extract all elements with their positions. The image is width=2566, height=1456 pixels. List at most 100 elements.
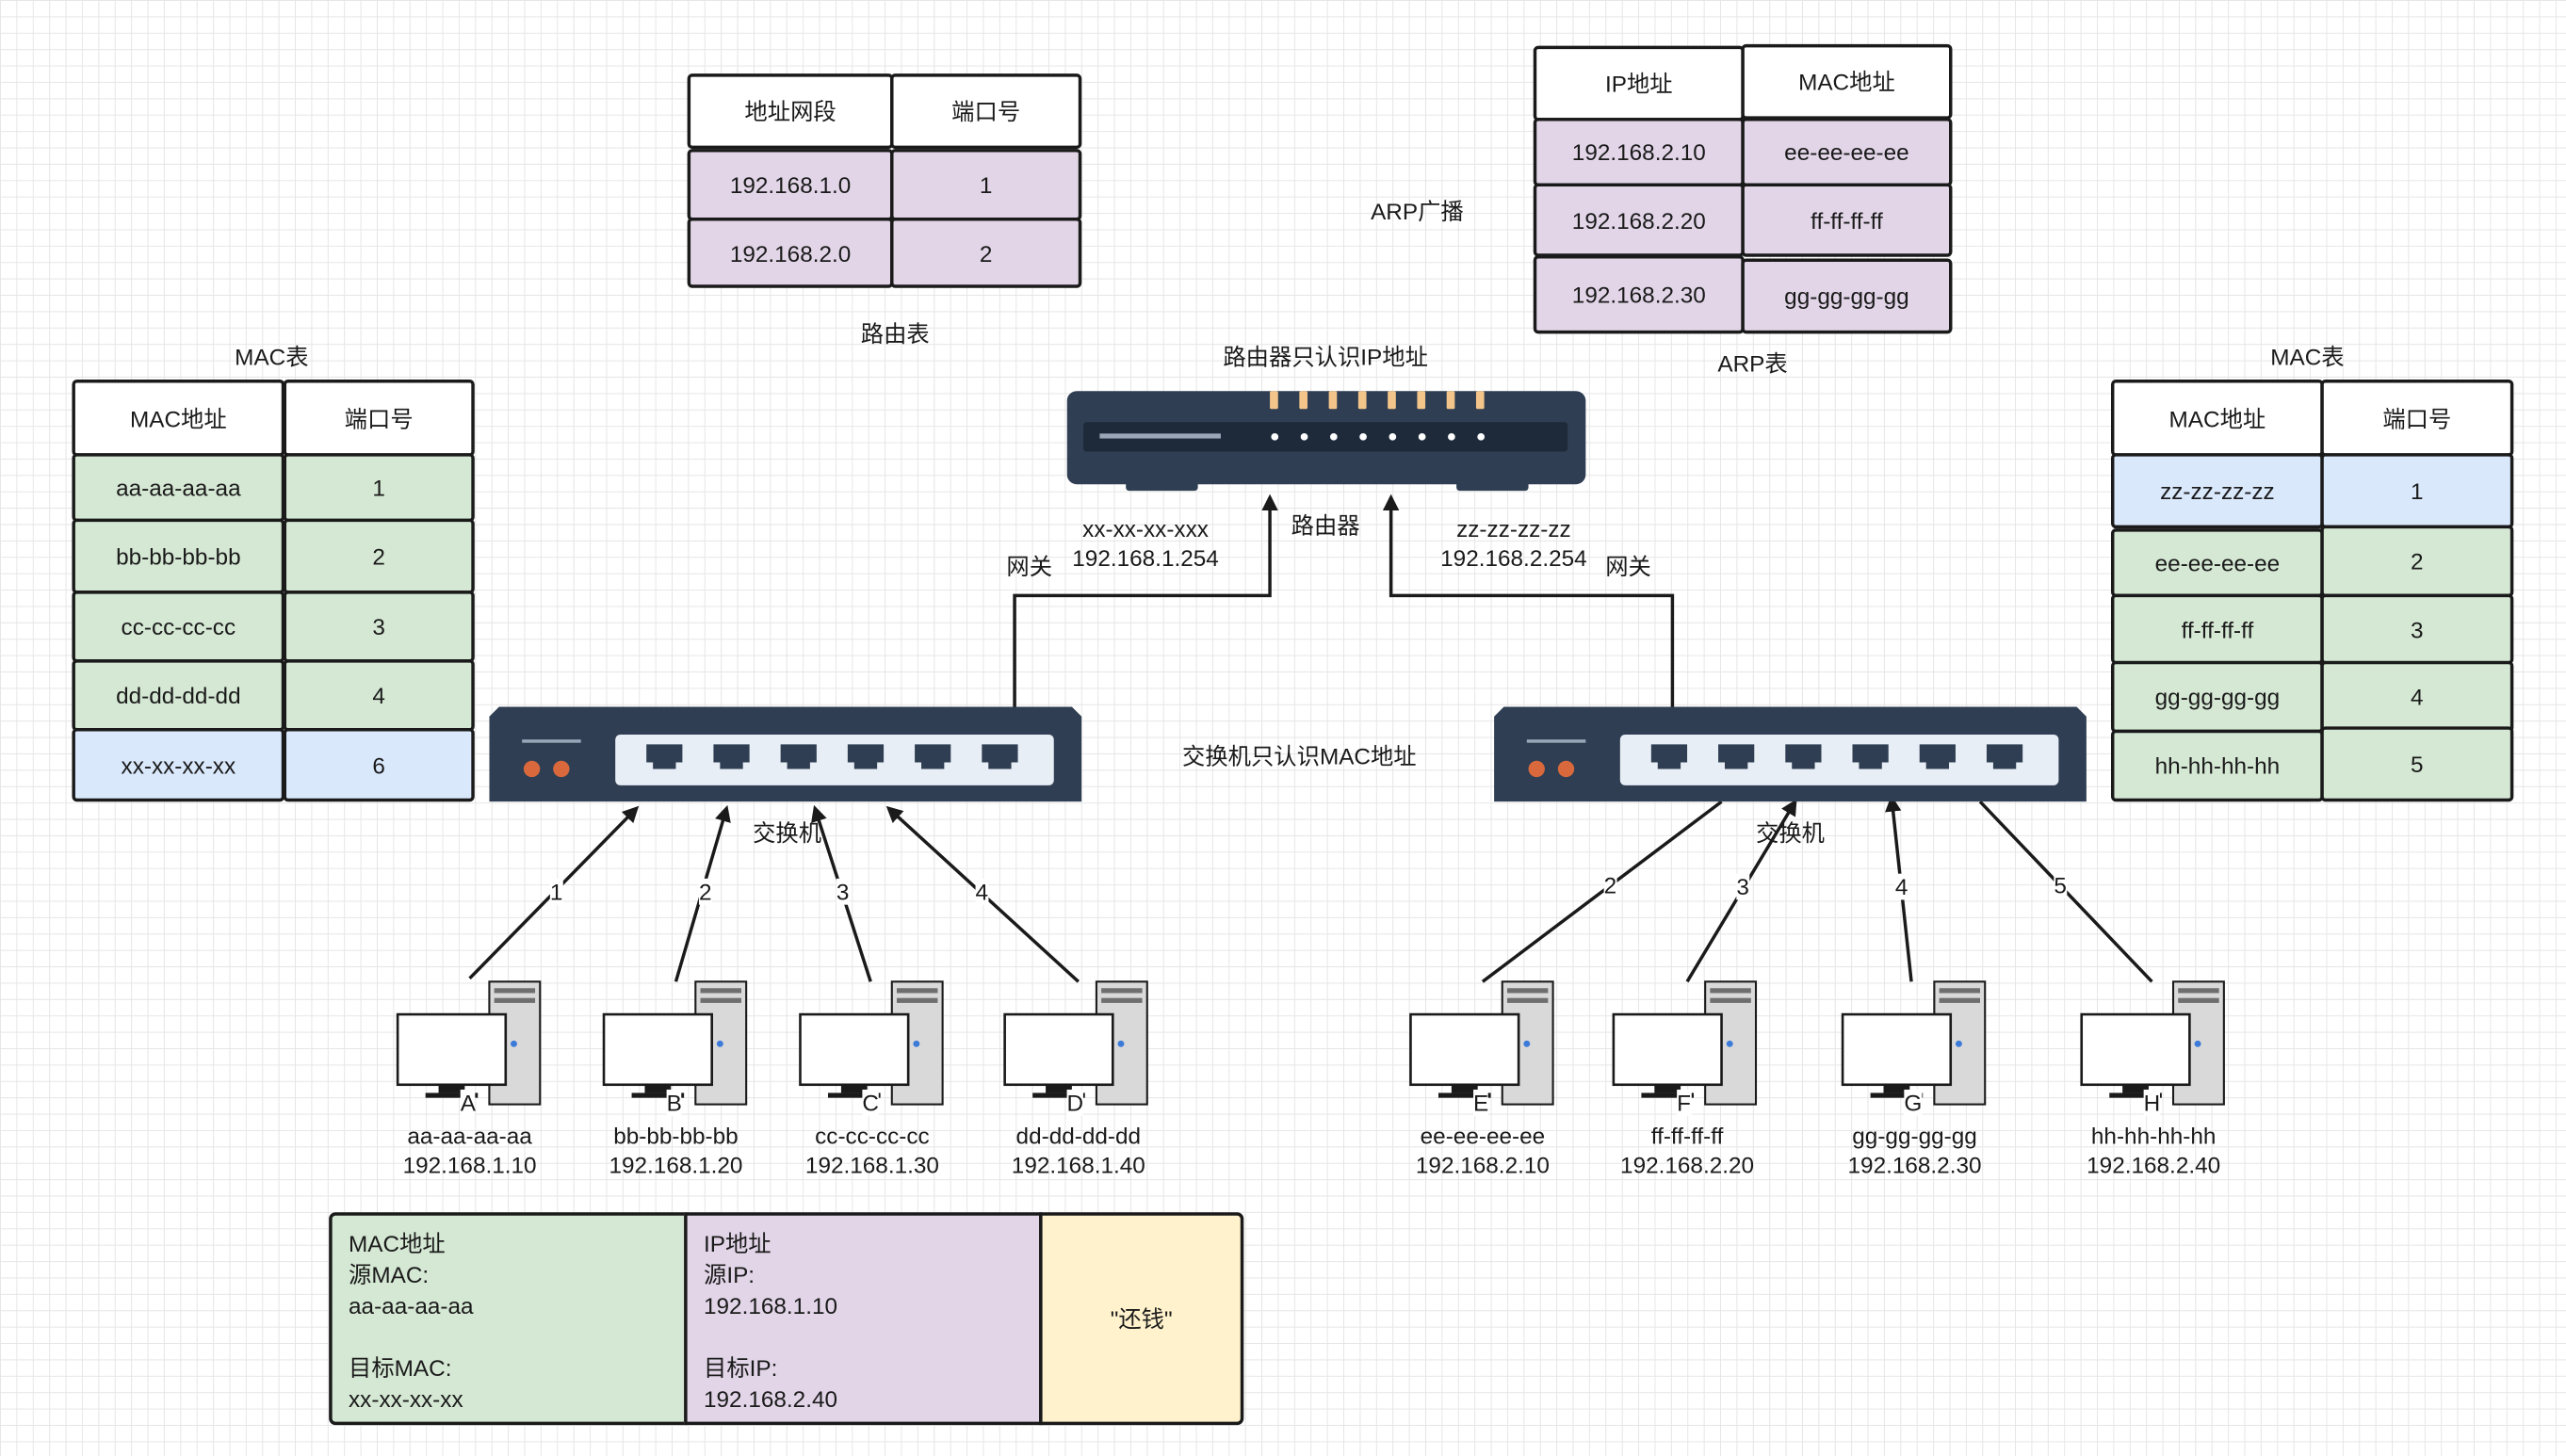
mac-left-header-port: 端口号 xyxy=(283,380,475,457)
packet-payload-text: "还钱" xyxy=(1110,1304,1173,1332)
link-E xyxy=(1481,800,1723,983)
computer-icon xyxy=(1409,980,1554,1106)
mac-right-cell: 5 xyxy=(2320,726,2514,802)
switch-note: 交换机只认识MAC地址 xyxy=(1182,742,1417,769)
right-gateway-tag: 网关 xyxy=(1605,553,1651,579)
mac-left-cell: aa-aa-aa-aa xyxy=(72,453,285,523)
packet-dst-ip: 192.168.2.40 xyxy=(703,1385,838,1413)
packet-payload: "还钱" xyxy=(1039,1212,1244,1426)
computer-icon xyxy=(1612,980,1758,1106)
packet-ip-title: IP地址 xyxy=(703,1230,771,1257)
packet-ip-section: IP地址 源IP: 192.168.1.10 目标IP: 192.168.2.4… xyxy=(684,1212,1043,1426)
left-gateway-mac: xx-xx-xx-xxx xyxy=(1082,515,1209,542)
host-name-label: C xyxy=(862,1089,879,1116)
arp-cell: 192.168.2.30 xyxy=(1533,255,1745,334)
host-D-mac: dd-dd-dd-dd xyxy=(1015,1122,1142,1149)
link-label-4: 4 xyxy=(975,878,989,905)
host-B-mac: bb-bb-bb-bb xyxy=(613,1122,739,1149)
routing-cell: 192.168.2.0 xyxy=(687,218,894,288)
routing-cell: 2 xyxy=(890,218,1082,288)
packet-dst-mac-label: 目标MAC: xyxy=(349,1354,452,1382)
mac-left-cell: xx-xx-xx-xx xyxy=(72,728,285,802)
routing-header-segment: 地址网段 xyxy=(687,73,894,150)
host-A-ip: 192.168.1.10 xyxy=(402,1151,537,1178)
mac-left-cell: 4 xyxy=(283,659,475,732)
mac-right-cell: 4 xyxy=(2320,660,2514,734)
mac-right-cell: 1 xyxy=(2320,453,2514,529)
routing-table-caption: 路由表 xyxy=(860,320,930,348)
arp-broadcast-label: ARP广播 xyxy=(1371,198,1464,224)
host-C-mac: cc-cc-cc-cc xyxy=(815,1122,930,1149)
arp-cell: 192.168.2.20 xyxy=(1533,183,1745,257)
host-B-ip: 192.168.1.20 xyxy=(609,1151,743,1178)
host-H-ip: 192.168.2.40 xyxy=(2087,1151,2221,1178)
computer-icon xyxy=(2080,980,2225,1106)
mac-left-cell: bb-bb-bb-bb xyxy=(72,518,285,594)
left-gateway-tag: 网关 xyxy=(1006,553,1053,579)
host-name-label: F xyxy=(1677,1089,1692,1116)
mac-left-cell: cc-cc-cc-cc xyxy=(72,590,285,663)
mac-right-cell: gg-gg-gg-gg xyxy=(2110,660,2324,734)
packet-mac-title: MAC地址 xyxy=(349,1230,446,1257)
link-label-right-2: 2 xyxy=(1603,871,1617,898)
host-name-label: E xyxy=(1473,1089,1489,1116)
packet-dst-ip-label: 目标IP: xyxy=(703,1354,778,1382)
mac-left-cell: 1 xyxy=(283,453,475,523)
packet-src-mac: aa-aa-aa-aa xyxy=(349,1292,474,1319)
arp-header-mac: MAC地址 xyxy=(1741,43,1953,120)
arp-cell: ee-ee-ee-ee xyxy=(1741,118,1953,187)
host-G-ip: 192.168.2.30 xyxy=(1847,1151,1982,1178)
computer-icon xyxy=(396,980,542,1106)
computer-icon xyxy=(1003,980,1148,1106)
host-H-mac: hh-hh-hh-hh xyxy=(2090,1122,2217,1149)
link-label-right-5: 5 xyxy=(2054,871,2067,898)
router-label: 路由器 xyxy=(1291,511,1360,539)
computer-icon xyxy=(1841,980,1987,1106)
link-label-right-3: 3 xyxy=(1736,873,1749,900)
right-gateway-mac: zz-zz-zz-zz xyxy=(1456,515,1571,542)
host-C-ip: 192.168.1.30 xyxy=(804,1151,939,1178)
host-E-mac: ee-ee-ee-ee xyxy=(1420,1122,1546,1149)
packet-src-ip: 192.168.1.10 xyxy=(703,1292,838,1319)
switch-left-device xyxy=(489,706,1082,802)
host-name-label: B xyxy=(666,1089,682,1116)
mac-left-cell: 2 xyxy=(283,518,475,594)
left-uplink-line xyxy=(1013,493,1278,707)
switch-left-label: 交换机 xyxy=(753,819,822,847)
mac-right-cell: 2 xyxy=(2320,525,2514,598)
mac-right-cell: ee-ee-ee-ee xyxy=(2110,528,2324,598)
switch-right-label: 交换机 xyxy=(1756,819,1825,847)
host-E-ip: 192.168.2.10 xyxy=(1415,1151,1550,1178)
host-G-mac: gg-gg-gg-gg xyxy=(1852,1122,1977,1149)
computer-icon xyxy=(602,980,748,1106)
packet-mac-section: MAC地址 源MAC: aa-aa-aa-aa 目标MAC: xx-xx-xx-… xyxy=(329,1212,688,1426)
mac-right-cell: zz-zz-zz-zz xyxy=(2110,453,2324,529)
arp-cell: 192.168.2.10 xyxy=(1533,118,1745,187)
mac-right-header-port: 端口号 xyxy=(2320,380,2514,457)
right-gateway-ip: 192.168.2.254 xyxy=(1440,544,1587,572)
mac-right-header-mac: MAC地址 xyxy=(2110,380,2324,457)
host-F-mac: ff-ff-ff-ff xyxy=(1650,1122,1724,1149)
host-D-ip: 192.168.1.40 xyxy=(1011,1151,1145,1178)
mac-table-left-title: MAC表 xyxy=(235,343,309,370)
left-gateway-ip: 192.168.1.254 xyxy=(1072,544,1219,572)
routing-cell: 192.168.1.0 xyxy=(687,149,894,221)
router-device xyxy=(1066,391,1586,492)
host-name-label: D xyxy=(1066,1089,1084,1116)
computer-icon xyxy=(799,980,944,1106)
host-name-label: A xyxy=(460,1089,476,1116)
packet-dst-mac: xx-xx-xx-xx xyxy=(349,1385,463,1413)
mac-left-cell: dd-dd-dd-dd xyxy=(72,659,285,732)
routing-header-port: 端口号 xyxy=(890,73,1082,150)
routing-cell: 1 xyxy=(890,149,1082,221)
mac-right-cell: hh-hh-hh-hh xyxy=(2110,729,2324,802)
packet-src-mac-label: 源MAC: xyxy=(349,1261,430,1288)
link-label-2: 2 xyxy=(698,878,712,905)
router-note: 路由器只认识IP地址 xyxy=(1223,343,1428,370)
arp-cell: ff-ff-ff-ff xyxy=(1741,183,1953,257)
mac-right-cell: ff-ff-ff-ff xyxy=(2110,593,2324,665)
switch-right-device xyxy=(1494,706,2087,802)
arp-table-caption: ARP表 xyxy=(1717,349,1788,377)
mac-left-cell: 3 xyxy=(283,590,475,663)
host-F-ip: 192.168.2.20 xyxy=(1620,1151,1755,1178)
